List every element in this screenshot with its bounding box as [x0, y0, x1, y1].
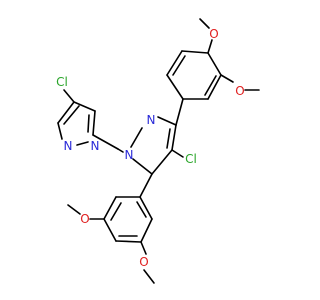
bond	[92, 134, 119, 150]
bond	[207, 39, 213, 54]
bond	[171, 124, 177, 151]
bond	[220, 74, 234, 83]
bond	[115, 240, 142, 243]
bond	[117, 148, 124, 153]
nitrogen-atom: N	[125, 148, 134, 162]
nitrogen-atom: N	[147, 113, 156, 127]
chlorine-atom: Cl	[185, 152, 197, 166]
bond	[171, 149, 184, 158]
bond	[140, 218, 153, 243]
bond	[166, 74, 184, 100]
oxygen-atom: O	[235, 84, 244, 98]
bond	[143, 269, 155, 284]
bond	[110, 202, 122, 221]
bond	[139, 196, 153, 220]
bond	[136, 201, 147, 218]
oxygen-atom: O	[139, 255, 148, 269]
bond	[139, 173, 153, 198]
bond	[130, 127, 143, 148]
bond	[87, 114, 90, 133]
bond	[151, 149, 173, 175]
bond	[140, 241, 147, 255]
chemical-structure: Cl N N N N Cl O O O O	[56, 18, 260, 284]
oxygen-atom: O	[80, 212, 89, 226]
bond	[204, 75, 217, 96]
bond	[166, 50, 183, 76]
bond	[103, 218, 117, 242]
bond	[103, 196, 117, 220]
bond	[63, 105, 80, 125]
nitrogen-atom: N	[91, 139, 100, 153]
chlorine-atom: Cl	[56, 75, 68, 89]
bond	[63, 89, 75, 103]
bonds	[57, 18, 260, 284]
bond	[67, 204, 81, 215]
bond	[57, 122, 63, 140]
atom-labels: Cl N N N N Cl O O O O	[56, 27, 245, 269]
nitrogen-atom: N	[64, 139, 73, 153]
bond	[181, 50, 209, 54]
bond	[132, 158, 153, 175]
bond	[199, 18, 210, 29]
oxygen-atom: O	[209, 27, 218, 41]
bond	[76, 141, 89, 146]
bond	[73, 101, 96, 112]
bond	[175, 98, 184, 126]
bond	[207, 52, 222, 76]
bond	[172, 55, 186, 76]
bond	[57, 101, 75, 124]
bond	[207, 74, 222, 100]
bond	[157, 116, 177, 126]
bond	[92, 110, 96, 136]
bond	[166, 128, 171, 149]
